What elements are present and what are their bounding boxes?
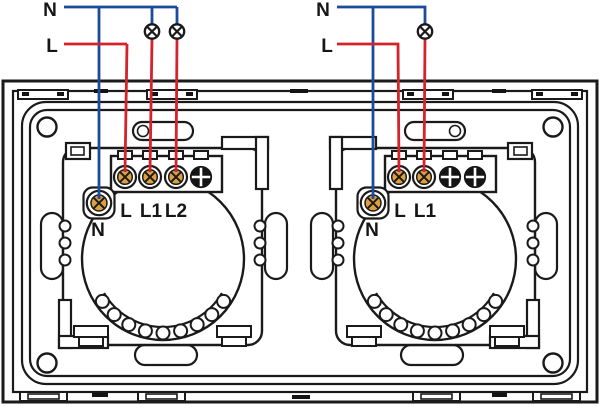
supply-neutral-label: N: [43, 0, 57, 21]
terminal-label-l2: L2: [165, 201, 187, 222]
terminal-label-l: L: [120, 201, 132, 222]
terminal-screw-unused: [463, 165, 487, 189]
neutral-wire: [64, 5, 179, 199]
terminal-label-n: N: [365, 220, 379, 241]
supply-neutral-label: N: [316, 0, 330, 21]
frame-tab: [19, 391, 68, 402]
lamp-icon: [416, 23, 434, 40]
terminal-label-l1: L1: [414, 201, 437, 222]
lamp-icon: [143, 23, 161, 40]
frame-tab: [402, 89, 454, 100]
frame-screw-hole: [36, 352, 58, 374]
lamp-icon: [168, 23, 186, 40]
line-wire: [337, 38, 427, 173]
terminal-label-n: N: [91, 220, 105, 241]
frame-tab: [137, 391, 186, 402]
frame-screw-hole: [36, 116, 58, 138]
terminal-label-l: L: [394, 201, 406, 222]
terminal-screw-unused: [438, 165, 462, 189]
line-wire: [64, 38, 179, 173]
right-circuit-wiring: N L: [316, 0, 434, 199]
frame-tab: [146, 89, 198, 100]
supply-line-label: L: [46, 36, 58, 57]
terminal-screw-unused: [189, 165, 213, 189]
frame-tab: [17, 89, 69, 100]
terminal-label-l1: L1: [140, 201, 163, 222]
neutral-wire: [337, 5, 427, 199]
frame-tab: [412, 391, 461, 402]
frame-screw-hole: [542, 352, 564, 374]
frame-tab: [531, 89, 583, 100]
supply-line-label: L: [321, 36, 333, 57]
frame-tab: [532, 391, 581, 402]
frame-screw-hole: [542, 116, 564, 138]
left-circuit-wiring: N L: [43, 0, 186, 199]
